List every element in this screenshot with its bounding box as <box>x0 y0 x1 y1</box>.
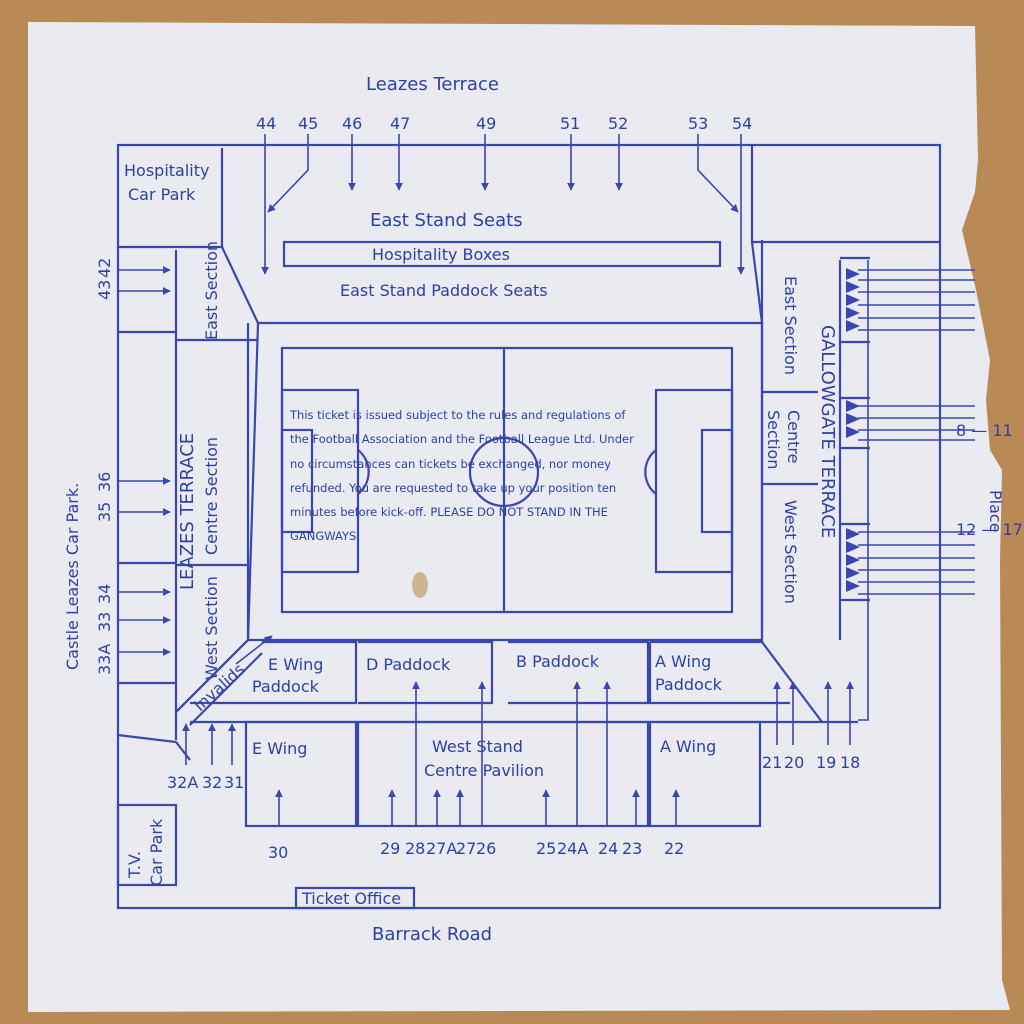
leazes-terrace-top-label: Leazes Terrace <box>366 74 499 95</box>
gate-33: 33 <box>95 612 114 632</box>
outer-boundary <box>116 143 942 910</box>
west-section-left-label: West Section <box>202 576 221 680</box>
gate-44: 44 <box>256 114 276 133</box>
gate-29: 29 <box>380 839 400 858</box>
tv-car-park-label: Car Park <box>147 818 166 886</box>
gate-24: 24 <box>598 839 618 858</box>
gate-46: 46 <box>342 114 362 133</box>
conditions-line-4: refunded. You are requested to take up y… <box>290 481 616 495</box>
west-section-right-label: West Section <box>781 500 800 604</box>
ticket-conditions: This ticket is issued subject to the rul… <box>289 408 634 543</box>
gate-26: 26 <box>476 839 496 858</box>
west-stand-label: West Stand <box>432 737 523 756</box>
hospitality-car-park-label: Hospitality <box>124 161 209 180</box>
conditions-line-5: minutes before kick-off. PLEASE DO NOT S… <box>290 505 608 519</box>
centre-section-right-label: Centre <box>784 410 803 464</box>
gate-51: 51 <box>560 114 580 133</box>
gate-43: 43 <box>95 280 114 300</box>
gate-20: 20 <box>784 753 804 772</box>
gate-18: 18 <box>840 753 860 772</box>
leazes-terrace-stand: East Section LEAZES TERRACE Centre Secti… <box>118 241 258 740</box>
centre-pavilion-label: Centre Pavilion <box>424 761 544 780</box>
gate-54: 54 <box>732 114 752 133</box>
gate-30: 30 <box>268 843 288 862</box>
gate-19: 19 <box>816 753 836 772</box>
gallowgate-entrance-arrows: 8 — 11 12 — 17 <box>840 256 1023 721</box>
west-stand: E Wing West Stand Centre Pavilion A Wing <box>244 720 762 828</box>
gate-34: 34 <box>95 584 114 604</box>
b-paddock-label: B Paddock <box>516 652 600 671</box>
east-section-right-label: East Section <box>781 276 800 375</box>
leazes-terrace-side-label: LEAZES TERRACE <box>177 433 198 590</box>
gate-27: 27 <box>456 839 476 858</box>
gate-49: 49 <box>476 114 496 133</box>
conditions-line-2: the Football Association and the Footbal… <box>290 432 634 446</box>
e-wing-paddock-label: E Wing <box>268 655 323 674</box>
tv-label: T.V. <box>125 851 144 879</box>
e-wing-paddock-label-2: Paddock <box>252 677 320 696</box>
hospitality-car-park-label-2: Car Park <box>128 185 196 204</box>
gate-42: 42 <box>95 258 114 278</box>
gate-24A: 24A <box>557 839 588 858</box>
gate-32A: 32A <box>167 773 198 792</box>
e-wing-label: E Wing <box>252 739 307 758</box>
castle-leazes-car-park-label: Castle Leazes Car Park. <box>63 483 82 670</box>
gate-33A: 33A <box>95 644 114 675</box>
gate-53: 53 <box>688 114 708 133</box>
place-label: Place <box>986 490 1005 533</box>
gate-27A: 27A <box>426 839 457 858</box>
gate-23: 23 <box>622 839 642 858</box>
east-stand-seats-label: East Stand Seats <box>370 210 523 231</box>
conditions-line-1: This ticket is issued subject to the rul… <box>289 408 626 422</box>
gallowgate-terrace-stand: East Section GALLOWGATE TERRACE Centre S… <box>760 240 842 640</box>
stain <box>412 572 428 598</box>
centre-section-right-label-2: Section <box>764 410 783 469</box>
hospitality-car-park: Hospitality Car Park <box>118 148 224 249</box>
centre-section-left-label: Centre Section <box>202 437 221 555</box>
gates-8-11: 8 — 11 <box>956 421 1013 440</box>
ticket-paper <box>28 22 1010 1012</box>
top-gates: 44 45 46 47 49 51 52 53 54 <box>256 114 752 275</box>
gate-52: 52 <box>608 114 628 133</box>
gates-12-17: 12 — 17 <box>956 520 1023 539</box>
tv-car-park: T.V. Car Park <box>116 803 178 887</box>
gallowgate-terrace-label: GALLOWGATE TERRACE <box>817 325 838 538</box>
hospitality-boxes <box>282 240 722 268</box>
gate-25: 25 <box>536 839 556 858</box>
gate-45: 45 <box>298 114 318 133</box>
d-paddock-label: D Paddock <box>366 655 451 674</box>
gate-31: 31 <box>224 773 244 792</box>
a-wing-paddock-label-2: Paddock <box>655 675 723 694</box>
gate-28: 28 <box>405 839 425 858</box>
east-stand-paddock-label: East Stand Paddock Seats <box>340 281 548 300</box>
conditions-line-3: no circumstances can tickets be exchange… <box>290 457 611 471</box>
ticket-office-label: Ticket Office <box>301 889 401 908</box>
gate-35: 35 <box>95 502 114 522</box>
barrack-road-label: Barrack Road <box>372 924 492 945</box>
a-wing-label: A Wing <box>660 737 716 756</box>
gate-47: 47 <box>390 114 410 133</box>
left-gates: 43 42 35 36 33A 33 34 <box>95 258 171 675</box>
gate-22: 22 <box>664 839 684 858</box>
bottom-gates: 32A 32 31 21 20 19 18 30 29 28 27A 27 26… <box>167 681 860 862</box>
a-wing-paddock-label: A Wing <box>655 652 711 671</box>
conditions-line-6: GANGWAYS <box>290 529 356 543</box>
east-stand: East Stand Seats Hospitality Boxes East … <box>221 210 764 325</box>
gate-32: 32 <box>202 773 222 792</box>
gate-21: 21 <box>762 753 782 772</box>
ticket-office: Ticket Office <box>294 886 416 910</box>
gate-36: 36 <box>95 472 114 492</box>
hospitality-boxes-label: Hospitality Boxes <box>372 245 510 264</box>
east-section-left-label: East Section <box>202 241 221 340</box>
